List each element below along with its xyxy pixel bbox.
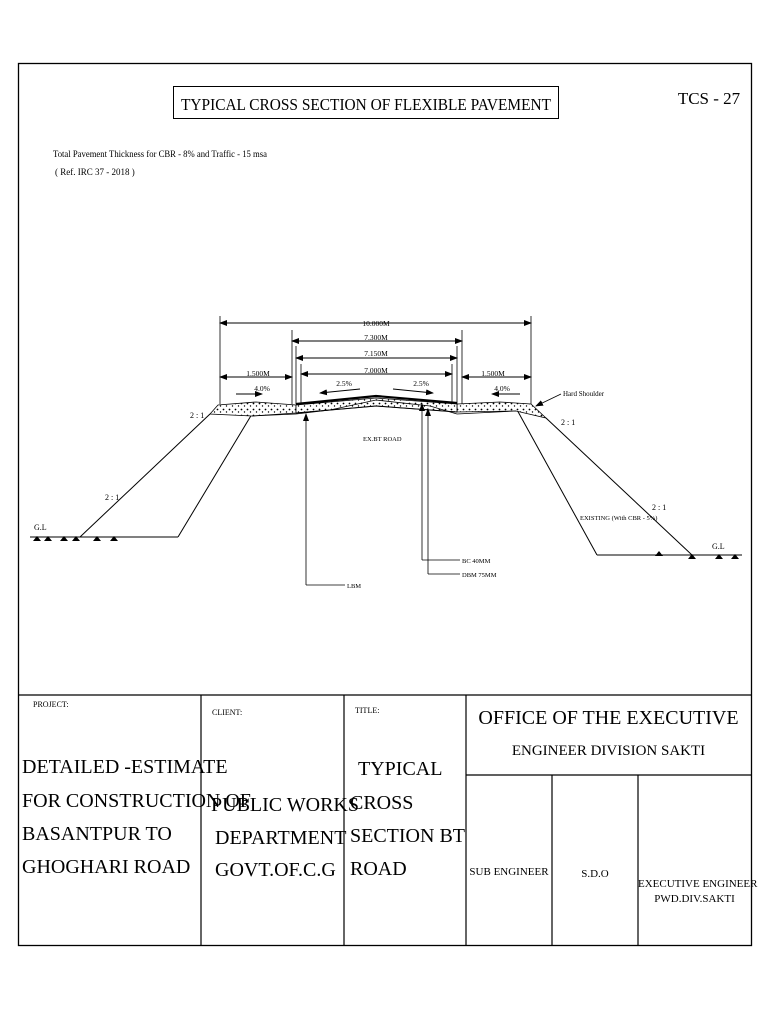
hard-shoulder-label: Hard Shoulder [563,390,605,398]
ground-line-right [597,551,742,559]
ratio-right-top: 2 : 1 [561,418,575,427]
office-line-1: OFFICE OF THE EXECUTIVE [478,707,739,729]
title-line-2: CROSS [350,792,414,814]
exec-engineer-line-1: EXECUTIVE ENGINEER [638,878,758,890]
title-box [173,86,559,119]
gl-label-left: G.L [34,523,47,532]
existing-road-top [295,399,458,415]
office-line-2: ENGINEER DIVISION SAKTI [511,743,706,759]
ground-line-left [30,536,178,541]
dim-right-shoulder: 1.500M [481,369,505,378]
dim-7150: 7.150M [364,349,388,358]
bc-label: BC 40MM [462,558,491,565]
left-shoulder [209,401,297,417]
project-line-3: BASANTPUR TO [22,823,172,845]
gl-label-right: G.L [712,542,725,551]
slope-ratios: 2 : 1 2 : 1 2 : 1 2 : 1 [105,411,666,512]
dim-left-shoulder: 1.500M [246,369,270,378]
project-line-1: DETAILED -ESTIMATE [22,756,228,778]
ratio-right-bottom: 2 : 1 [652,503,666,512]
client-line-3: GOVT.OF.C.G [215,859,336,881]
slope-left-shoulder: 4.0% [254,384,270,393]
project-label: PROJECT: [33,700,69,709]
camber-left: 2.5% [336,379,352,388]
ratio-left-bottom: 2 : 1 [105,493,119,502]
lbm-label: LBM [347,583,361,590]
reference-note: ( Ref. IRC 37 - 2018 ) [55,167,135,177]
dimension-lines [219,320,532,397]
client-line-1: PUBLIC WORKS [211,794,359,816]
sheet-border [17,62,753,947]
project-line-2: FOR CONSTRUCTION OF [22,790,251,812]
drawing-title: TYPICAL CROSS SECTION OF FLEXIBLE PAVEME… [181,95,552,114]
title-label: TITLE: [355,706,380,715]
ratio-left-top: 2 : 1 [190,411,204,420]
subgrade-line [251,410,517,417]
title-line-4: ROAD [350,858,407,880]
title-block-grid [18,694,751,945]
slope-right-shoulder: 4.0% [494,384,510,393]
client-line-2: DEPARTMENT [215,827,347,849]
sheet-number: TCS - 27 [678,89,741,108]
dim-total: 10.000M [362,319,390,328]
embankment-slopes [79,407,693,556]
ex-bt-road-label: EX.BT ROAD [363,436,402,443]
title-line-3: SECTION BT [350,825,465,847]
sub-engineer-label: SUB ENGINEER [469,866,549,878]
right-shoulder [456,401,548,419]
client-label: CLIENT: [212,708,243,717]
sdo-label: S.D.O [581,868,609,880]
existing-cbr-label: EXISTING (With CBR - 5%) [580,515,657,522]
exec-engineer-line-2: PWD.DIV.SAKTI [654,893,735,905]
project-line-4: GHOGHARI ROAD [22,856,191,878]
layer-leaders [303,403,460,586]
title-line-1: TYPICAL [358,758,443,780]
camber-right: 2.5% [413,379,429,388]
dim-7300: 7.300M [364,333,388,342]
thickness-note: Total Pavement Thickness for CBR - 8% an… [53,149,267,159]
dbm-label: DBM 75MM [462,572,497,579]
dimension-labels: 10.000M 7.300M 7.150M 7.000M 1.500M 1.50… [246,319,510,393]
bc-wearing-course [295,394,458,406]
dim-7000: 7.000M [364,366,388,375]
hard-shoulder-leader [535,393,562,407]
